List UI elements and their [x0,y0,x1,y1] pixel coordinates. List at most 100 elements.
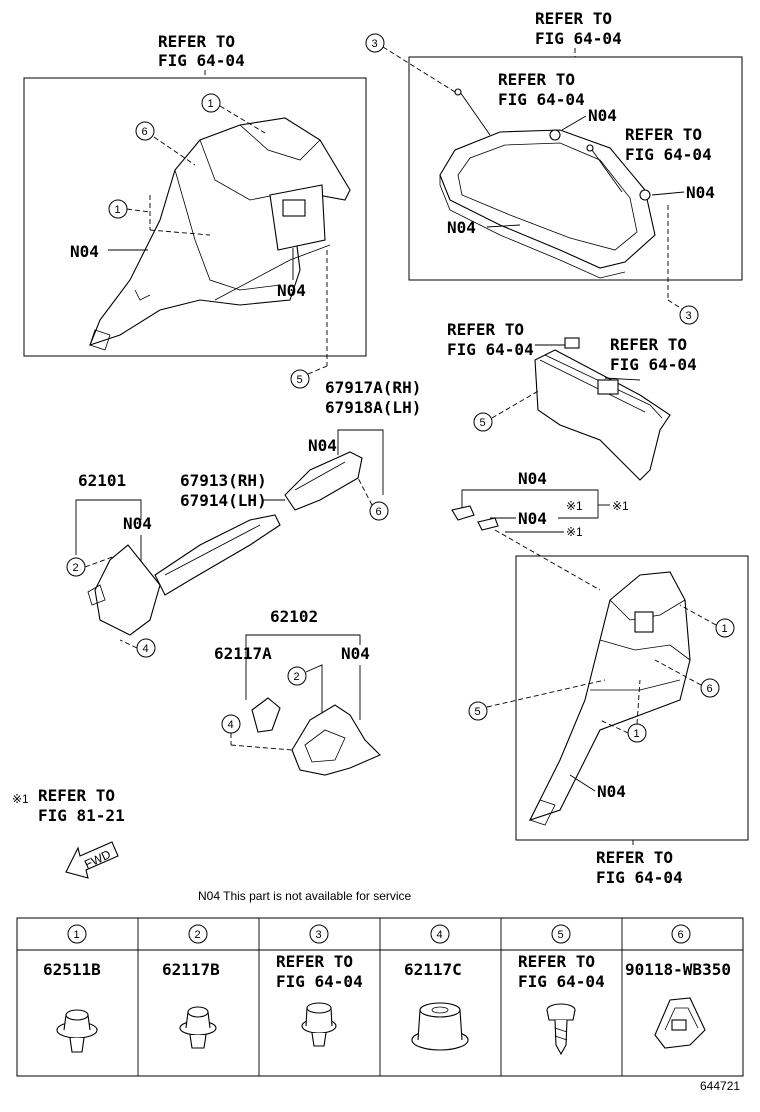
svg-text:3: 3 [372,38,378,50]
svg-text:6: 6 [142,126,148,138]
svg-text:FIG 64-04: FIG 64-04 [596,868,683,887]
n04-tray-3: N04 [447,218,476,237]
callout-1c: 1 [715,618,735,638]
svg-text:67917A(RH): 67917A(RH) [325,378,421,397]
refer-label-bottom-right: REFER TO FIG 64-04 [596,848,683,887]
fastener-2-part: 62117B [162,960,220,979]
callout-6b: 6 [700,678,720,698]
clip-62511B-icon [56,1009,98,1053]
svg-text:67918A(LH): 67918A(LH) [325,398,421,417]
cover-62117A-drawing [251,697,281,733]
fastener-3-part-line1: REFER TO [276,952,353,971]
package-tray-drawing [439,129,656,279]
n04-tray-2: N04 [686,183,715,202]
svg-text:FIG 81-21: FIG 81-21 [38,806,125,825]
clip-ref-64-04-a-icon [301,1002,337,1047]
callout-2b: 2 [287,666,307,686]
callout-5c: 5 [468,701,488,721]
label-62101: 62101 [78,471,126,490]
fastener-1-part: 62511B [43,960,101,979]
svg-text:FIG 64-04: FIG 64-04 [610,355,697,374]
callout-2a: 2 [66,557,86,577]
quarter-trim-rh-drawing [528,571,691,826]
rear-panel-trim-drawing [534,337,671,481]
svg-text:5: 5 [480,417,486,429]
svg-text:1: 1 [74,929,80,941]
service-note: N04 This part is not available for servi… [198,889,412,903]
callout-3b: 3 [679,305,699,325]
svg-text:4: 4 [228,719,234,731]
svg-text:3: 3 [686,310,692,322]
scuff-plate-lower-drawing [154,514,281,596]
svg-text:REFER TO: REFER TO [625,125,702,144]
figure-id: 644721 [700,1079,740,1093]
svg-text:62117A: 62117A [214,644,272,663]
screw-ref-64-04-icon [546,1003,576,1056]
n04-tray-1: N04 [588,106,617,125]
label-62117A: 62117A [214,644,272,663]
svg-text:62101: 62101 [78,471,126,490]
refer-label-tray-b: REFER TO FIG 64-04 [625,125,712,164]
box-quarter-trim-rh [515,555,749,841]
svg-text:※1: ※1 [566,525,583,539]
svg-text:5: 5 [297,374,303,386]
svg-text:2: 2 [195,929,201,941]
fastener-5-part-line1: REFER TO [518,952,595,971]
svg-text:※1: ※1 [612,499,629,513]
callout-5a: 5 [290,369,310,389]
svg-text:3: 3 [316,929,322,941]
clips-ref-81-21: N04 ※1 ※1 N04 ※1 [451,469,629,539]
svg-text:REFER TO: REFER TO [610,335,687,354]
svg-text:67914(LH): 67914(LH) [180,491,267,510]
callout-3a: 3 [365,33,385,53]
svg-text:6: 6 [678,929,684,941]
fastener-6-part: 90118-WB350 [625,960,731,979]
svg-text:REFER TO: REFER TO [596,848,673,867]
svg-text:REFER TO: REFER TO [38,786,115,805]
callout-4a: 4 [136,638,156,658]
svg-text:FIG 64-04: FIG 64-04 [625,145,712,164]
svg-text:N04: N04 [518,469,547,488]
svg-text:4: 4 [437,929,443,941]
refer-label-mid-b: REFER TO FIG 64-04 [610,335,697,374]
svg-text:6: 6 [376,506,382,518]
box-package-tray [408,56,743,281]
svg-text:REFER TO: REFER TO [158,32,235,51]
nut-62117C-icon [411,1002,469,1051]
fastener-table: 1 62511B 2 62117B 3 REFER TO FIG 64-04 4 [16,917,744,1077]
svg-text:1: 1 [115,204,121,216]
svg-text:REFER TO: REFER TO [498,70,575,89]
svg-text:REFER TO: REFER TO [447,320,524,339]
svg-text:4: 4 [143,643,149,655]
svg-text:62102: 62102 [270,607,318,626]
n04-tl-2: N04 [277,281,306,300]
quarter-trim-lh-drawing [89,117,351,351]
svg-text:※1: ※1 [566,499,583,513]
refer-label-tray-a: REFER TO FIG 64-04 [498,70,585,109]
clip-90118-WB350-icon [654,997,706,1049]
svg-text:2: 2 [73,562,79,574]
clip-62117B-icon [179,1006,217,1049]
label-67917A-67918A: 67917A(RH) 67918A(LH) [325,378,421,417]
svg-text:FIG 64-04: FIG 64-04 [498,90,585,109]
svg-text:REFER TO: REFER TO [535,9,612,28]
svg-text:1: 1 [208,98,214,110]
refer-label-top-left: REFER TO FIG 64-04 [158,32,245,70]
callout-4b: 4 [221,714,241,734]
label-67913-67914: 67913(RH) 67914(LH) [180,471,267,510]
refer-label-81-21: ※1 REFER TO FIG 81-21 [12,786,125,825]
callout-6a: 6 [135,121,155,141]
box-quarter-trim-lh [23,77,367,357]
svg-text:FIG 64-04: FIG 64-04 [447,340,534,359]
callout-1d: 1 [627,723,647,743]
svg-text:5: 5 [475,706,481,718]
quarter-lower-trim-rh-drawing [291,704,381,776]
svg-text:※1: ※1 [12,792,29,806]
fastener-5-part-line2: FIG 64-04 [518,972,605,991]
fastener-4-part: 62117C [404,960,462,979]
n04-br: N04 [597,782,626,801]
scuff-plate-upper-drawing [284,451,363,511]
fwd-arrow-icon: FWD [65,841,119,879]
quarter-lower-trim-drawing [87,544,161,636]
n04-scuff: N04 [308,436,337,455]
